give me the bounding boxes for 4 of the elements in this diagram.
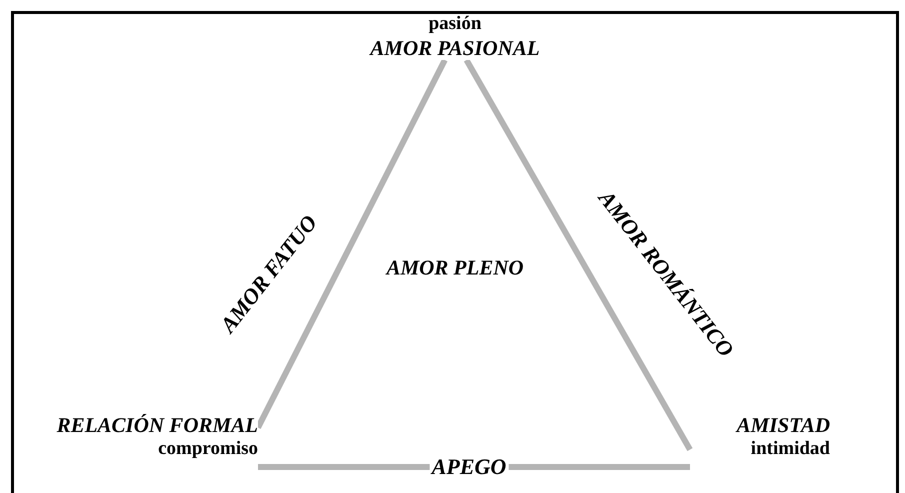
component-label: pasión (428, 14, 482, 35)
triangle-side (464, 58, 693, 452)
component-label: compromiso (158, 439, 258, 460)
center-label: AMOR PLENO (386, 256, 524, 280)
